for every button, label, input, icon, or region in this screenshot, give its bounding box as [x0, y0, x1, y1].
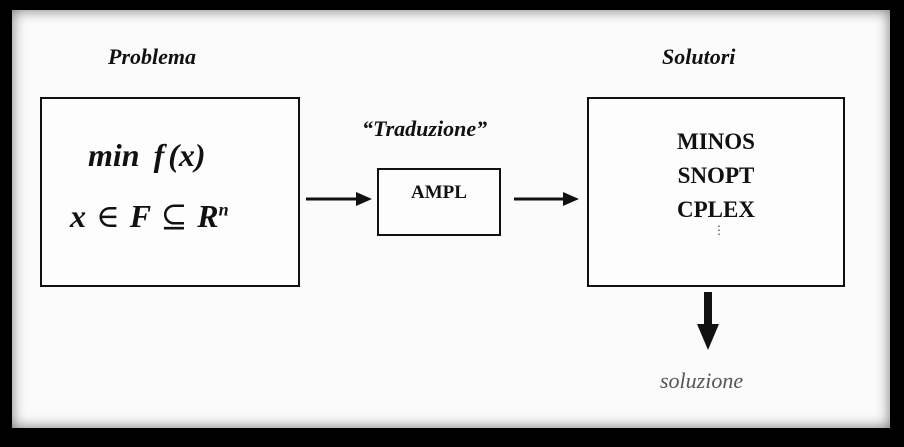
arrow-problem-to-ampl [306, 192, 372, 206]
objective-min: min [88, 137, 140, 173]
constraint-x: x [70, 198, 86, 234]
arrow-ampl-to-solvers [514, 192, 579, 206]
solution-label: soluzione [660, 368, 744, 393]
solver-item-snopt: SNOPT [677, 163, 755, 188]
constraint-in: ∈ [96, 198, 120, 234]
constraint-R: R [197, 198, 219, 234]
translation-title: “Traduzione” [362, 116, 488, 141]
ampl-box: AMPL [377, 168, 501, 236]
constraint-n: n [218, 199, 229, 220]
ampl-label: AMPL [411, 182, 467, 203]
constraint-F: F [129, 198, 151, 234]
arrow-solvers-to-solution [697, 292, 719, 350]
solvers-box: MINOS SNOPT CPLEX ⋮ [587, 97, 845, 287]
problem-title: Problema [108, 44, 196, 69]
solver-item-minos: MINOS [677, 129, 755, 154]
objective-f: f [153, 137, 165, 173]
problem-box: min f(x) x ∈ F ⊆ Rn [40, 97, 300, 287]
constraint-formula: x ∈ F ⊆ Rn [70, 197, 229, 235]
constraint-subseteq: ⊆ [160, 198, 188, 234]
objective-formula: min f(x) [88, 137, 206, 174]
objective-args: (x) [168, 137, 206, 173]
solver-item-cplex: CPLEX [677, 197, 755, 222]
solvers-title: Solutori [662, 44, 736, 69]
solver-list: MINOS SNOPT CPLEX [589, 125, 843, 227]
